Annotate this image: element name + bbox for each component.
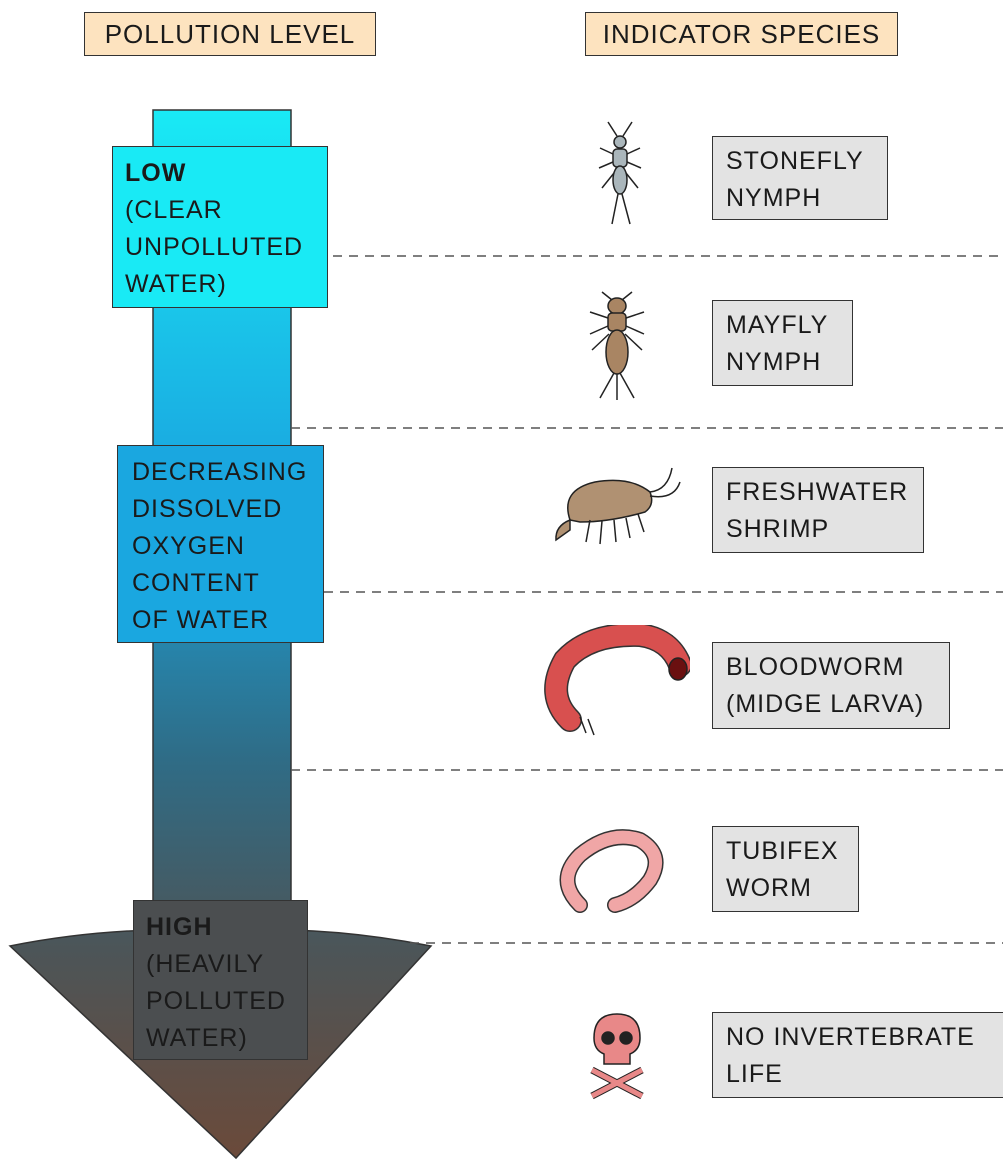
- tubifex-worm-icon: [559, 829, 664, 913]
- high-title: HIGH: [146, 913, 213, 941]
- high-pollution-box: HIGH (HEAVILY POLLUTED WATER): [133, 900, 308, 1060]
- dissolved-oxygen-box: DECREASING DISSOLVED OXYGEN CONTENT OF W…: [117, 445, 324, 643]
- oxygen-description: DECREASING DISSOLVED OXYGEN CONTENT OF W…: [132, 458, 308, 634]
- species-label-mayfly-nymph: MAYFLY NYMPH: [712, 300, 853, 386]
- high-description: (HEAVILY POLLUTED WATER): [146, 950, 286, 1052]
- pollution-level-header: POLLUTION LEVEL: [84, 12, 376, 56]
- mayfly-nymph-icon: [589, 291, 645, 400]
- skull-crossbones-icon: [590, 1013, 644, 1100]
- bloodworm-icon: [544, 625, 690, 736]
- species-label-no-invertebrate-life: NO INVERTEBRATE LIFE: [712, 1012, 1003, 1098]
- freshwater-shrimp-icon: [555, 467, 681, 545]
- species-label-tubifex-worm: TUBIFEX WORM: [712, 826, 859, 912]
- species-label-freshwater-shrimp: FRESHWATER SHRIMP: [712, 467, 924, 553]
- low-description: (CLEAR UNPOLLUTED WATER): [125, 196, 304, 298]
- stonefly-nymph-icon: [598, 121, 642, 225]
- separator-lines: [291, 255, 1003, 944]
- species-label-stonefly-nymph: STONEFLY NYMPH: [712, 136, 888, 220]
- indicator-species-header: INDICATOR SPECIES: [585, 12, 898, 56]
- species-label-bloodworm: BLOODWORM (MIDGE LARVA): [712, 642, 950, 729]
- low-pollution-box: LOW (CLEAR UNPOLLUTED WATER): [112, 146, 328, 308]
- low-title: LOW: [125, 159, 187, 187]
